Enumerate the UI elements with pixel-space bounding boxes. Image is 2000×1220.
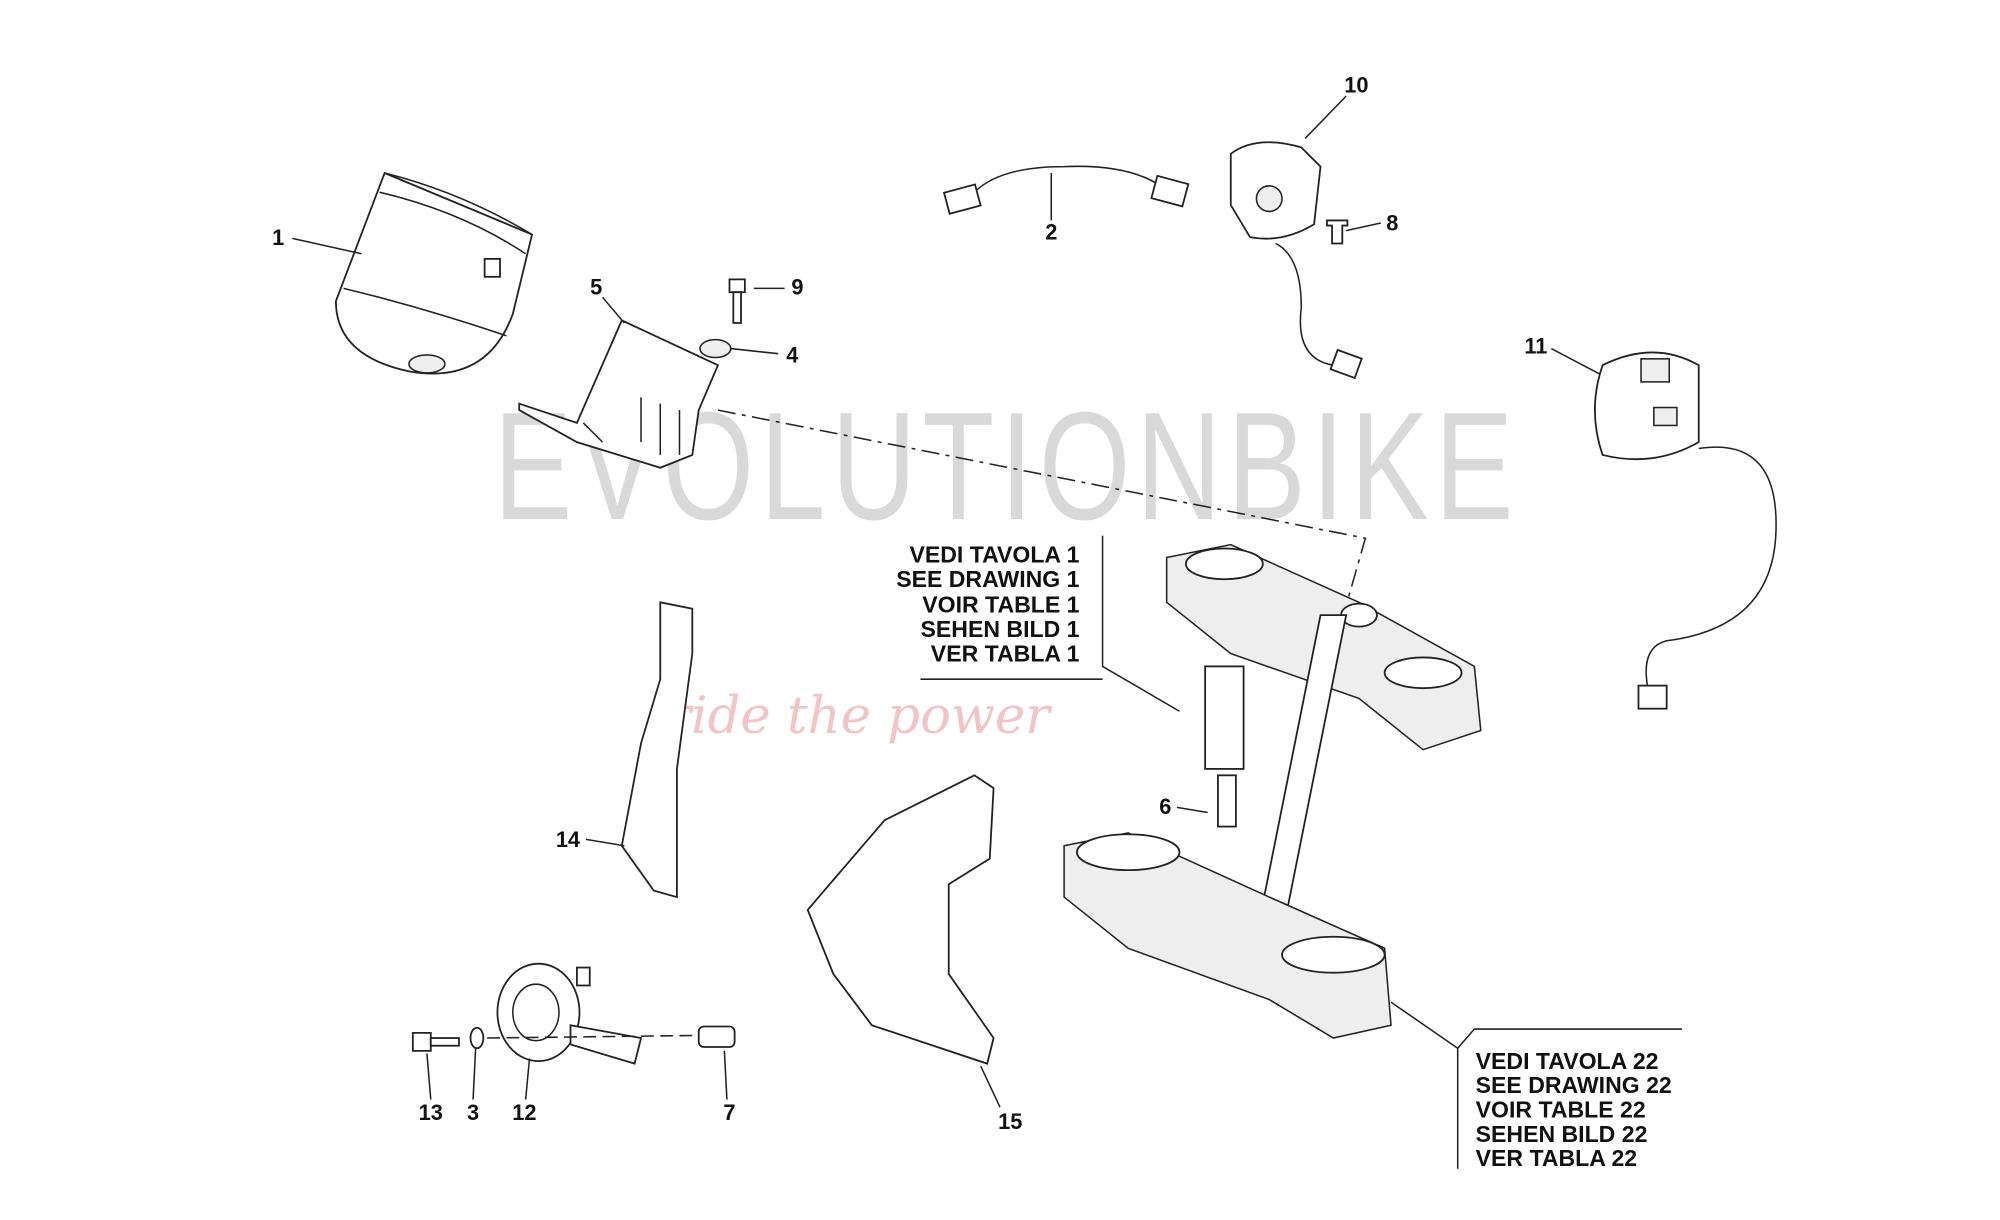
part-8-screw: [1326, 219, 1349, 245]
assembly-line: [717, 409, 1367, 629]
part-13-bolt: [411, 1032, 460, 1052]
callout-15: 15: [998, 1109, 1022, 1134]
part-9-bolt: [728, 278, 746, 324]
part-11-switch: [1593, 351, 1777, 710]
callout-2: 2: [1045, 220, 1057, 245]
part-3-washer: [469, 1026, 485, 1050]
steering-triple-clamps: [1063, 543, 1482, 1039]
part-15-bracket: [806, 774, 995, 1065]
watermark-tagline: ride the power: [667, 686, 1054, 746]
callout-1: 1: [272, 225, 284, 250]
callout-5: 5: [590, 275, 602, 300]
callout-8: 8: [1386, 211, 1398, 236]
ref1-line: VOIR TABLE 1: [922, 592, 1079, 618]
callout-12: 12: [512, 1100, 536, 1125]
part-7-spacer: [697, 1025, 736, 1048]
ref22-line: VEDI TAVOLA 22: [1476, 1048, 1659, 1074]
callout-3: 3: [467, 1100, 479, 1125]
part-2-wiring: [942, 165, 1190, 215]
ref1-line: SEHEN BILD 1: [921, 616, 1080, 642]
part-10-switch: [1229, 141, 1363, 380]
callout-13: 13: [419, 1100, 443, 1125]
part-1-instrument-cover: [334, 171, 534, 375]
reference-drawing-22: VEDI TAVOLA 22 SEE DRAWING 22 VOIR TABLE…: [1476, 1048, 1672, 1171]
callout-7: 7: [723, 1100, 735, 1125]
ref22-line: SEE DRAWING 22: [1476, 1072, 1672, 1098]
ref22-line: VOIR TABLE 22: [1476, 1096, 1646, 1122]
part-4-grommet: [699, 338, 732, 359]
part-14-bracket: [620, 601, 694, 899]
part-5-bracket: [518, 319, 720, 469]
ref1-line: SEE DRAWING 1: [896, 566, 1079, 592]
leader-lines: [292, 95, 1683, 1169]
reference-drawing-1: VEDI TAVOLA 1 SEE DRAWING 1 VOIR TABLE 1…: [896, 542, 1079, 667]
callout-14: 14: [556, 827, 580, 852]
ref1-line: VEDI TAVOLA 1: [909, 542, 1079, 568]
ref22-line: VER TABLA 22: [1476, 1145, 1638, 1171]
ref1-line: VER TABLA 1: [931, 640, 1080, 666]
part-12-horn: [496, 962, 643, 1065]
callout-9: 9: [791, 275, 803, 300]
callout-4: 4: [786, 343, 798, 368]
callout-11: 11: [1524, 334, 1547, 359]
callout-10: 10: [1344, 72, 1368, 97]
callout-numbers: 1 2 3 4 5 6 7 8 9 10 11 12 13 14 15: [272, 72, 1547, 1134]
ref22-line: SEHEN BILD 22: [1476, 1121, 1648, 1147]
callout-6: 6: [1159, 794, 1171, 819]
